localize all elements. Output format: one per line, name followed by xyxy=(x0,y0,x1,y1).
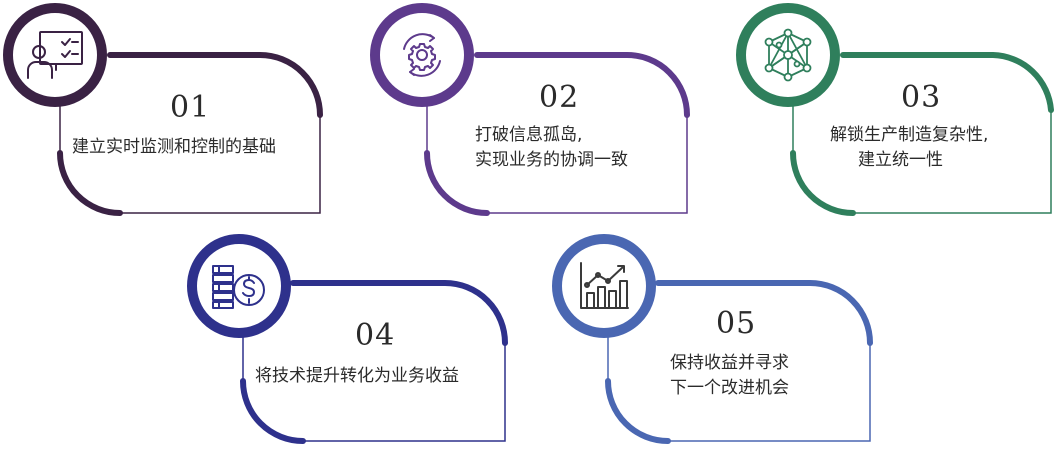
step-03-line-1: 解锁生产制造复杂性, xyxy=(830,125,989,145)
step-01-frame xyxy=(57,52,323,216)
step-02-description: 打破信息孤岛, 实现业务的协调一致 xyxy=(475,123,628,173)
step-02-line-1: 打破信息孤岛, xyxy=(475,125,583,145)
gear-cycle-icon xyxy=(403,33,441,77)
step-04-number: 04 xyxy=(355,318,396,353)
step-03-number: 03 xyxy=(901,80,942,115)
step-01-number: 01 xyxy=(170,90,211,125)
step-card-05: 05 保持收益并寻求 下一个改进机会 xyxy=(548,228,888,448)
step-03-line-2: 建立统一性 xyxy=(858,150,943,170)
step-05-badge xyxy=(552,234,656,338)
step-04-badge xyxy=(187,234,291,338)
network-nodes-icon xyxy=(764,28,812,82)
step-05-number: 05 xyxy=(716,306,757,341)
step-01-badge xyxy=(3,3,107,107)
bar-chart-growth-icon xyxy=(580,262,629,309)
step-05-line-1: 保持收益并寻求 xyxy=(670,353,789,373)
step-02-frame xyxy=(424,52,690,216)
step-card-01: 01 建立实时监测和控制的基础 xyxy=(0,0,330,220)
step-05-line-2: 下一个改进机会 xyxy=(670,378,789,398)
step-04-frame xyxy=(240,280,508,444)
step-02-line-2: 实现业务的协调一致 xyxy=(475,150,628,170)
step-card-02: 02 打破信息孤岛, 实现业务的协调一致 xyxy=(367,0,697,220)
step-04-line-1: 将技术提升转化为业务收益 xyxy=(255,366,459,386)
step-03-badge xyxy=(736,3,840,107)
step-card-03: 03 解锁生产制造复杂性, 建立统一性 xyxy=(733,0,1057,220)
step-02-number: 02 xyxy=(539,80,580,115)
money-stack-dollar-icon xyxy=(212,265,265,309)
step-05-description: 保持收益并寻求 下一个改进机会 xyxy=(670,351,789,401)
step-02-badge xyxy=(370,3,474,107)
step-03-description: 解锁生产制造复杂性, 建立统一性 xyxy=(830,123,988,173)
step-03-frame xyxy=(790,52,1054,216)
step-01-line-1: 建立实时监测和控制的基础 xyxy=(72,137,276,157)
step-01-description: 建立实时监测和控制的基础 xyxy=(72,135,276,160)
monitor-user-checklist-icon xyxy=(27,31,83,79)
step-card-04: 04 将技术提升转化为业务收益 xyxy=(183,228,523,448)
step-04-description: 将技术提升转化为业务收益 xyxy=(255,364,459,389)
step-05-frame xyxy=(605,280,873,444)
